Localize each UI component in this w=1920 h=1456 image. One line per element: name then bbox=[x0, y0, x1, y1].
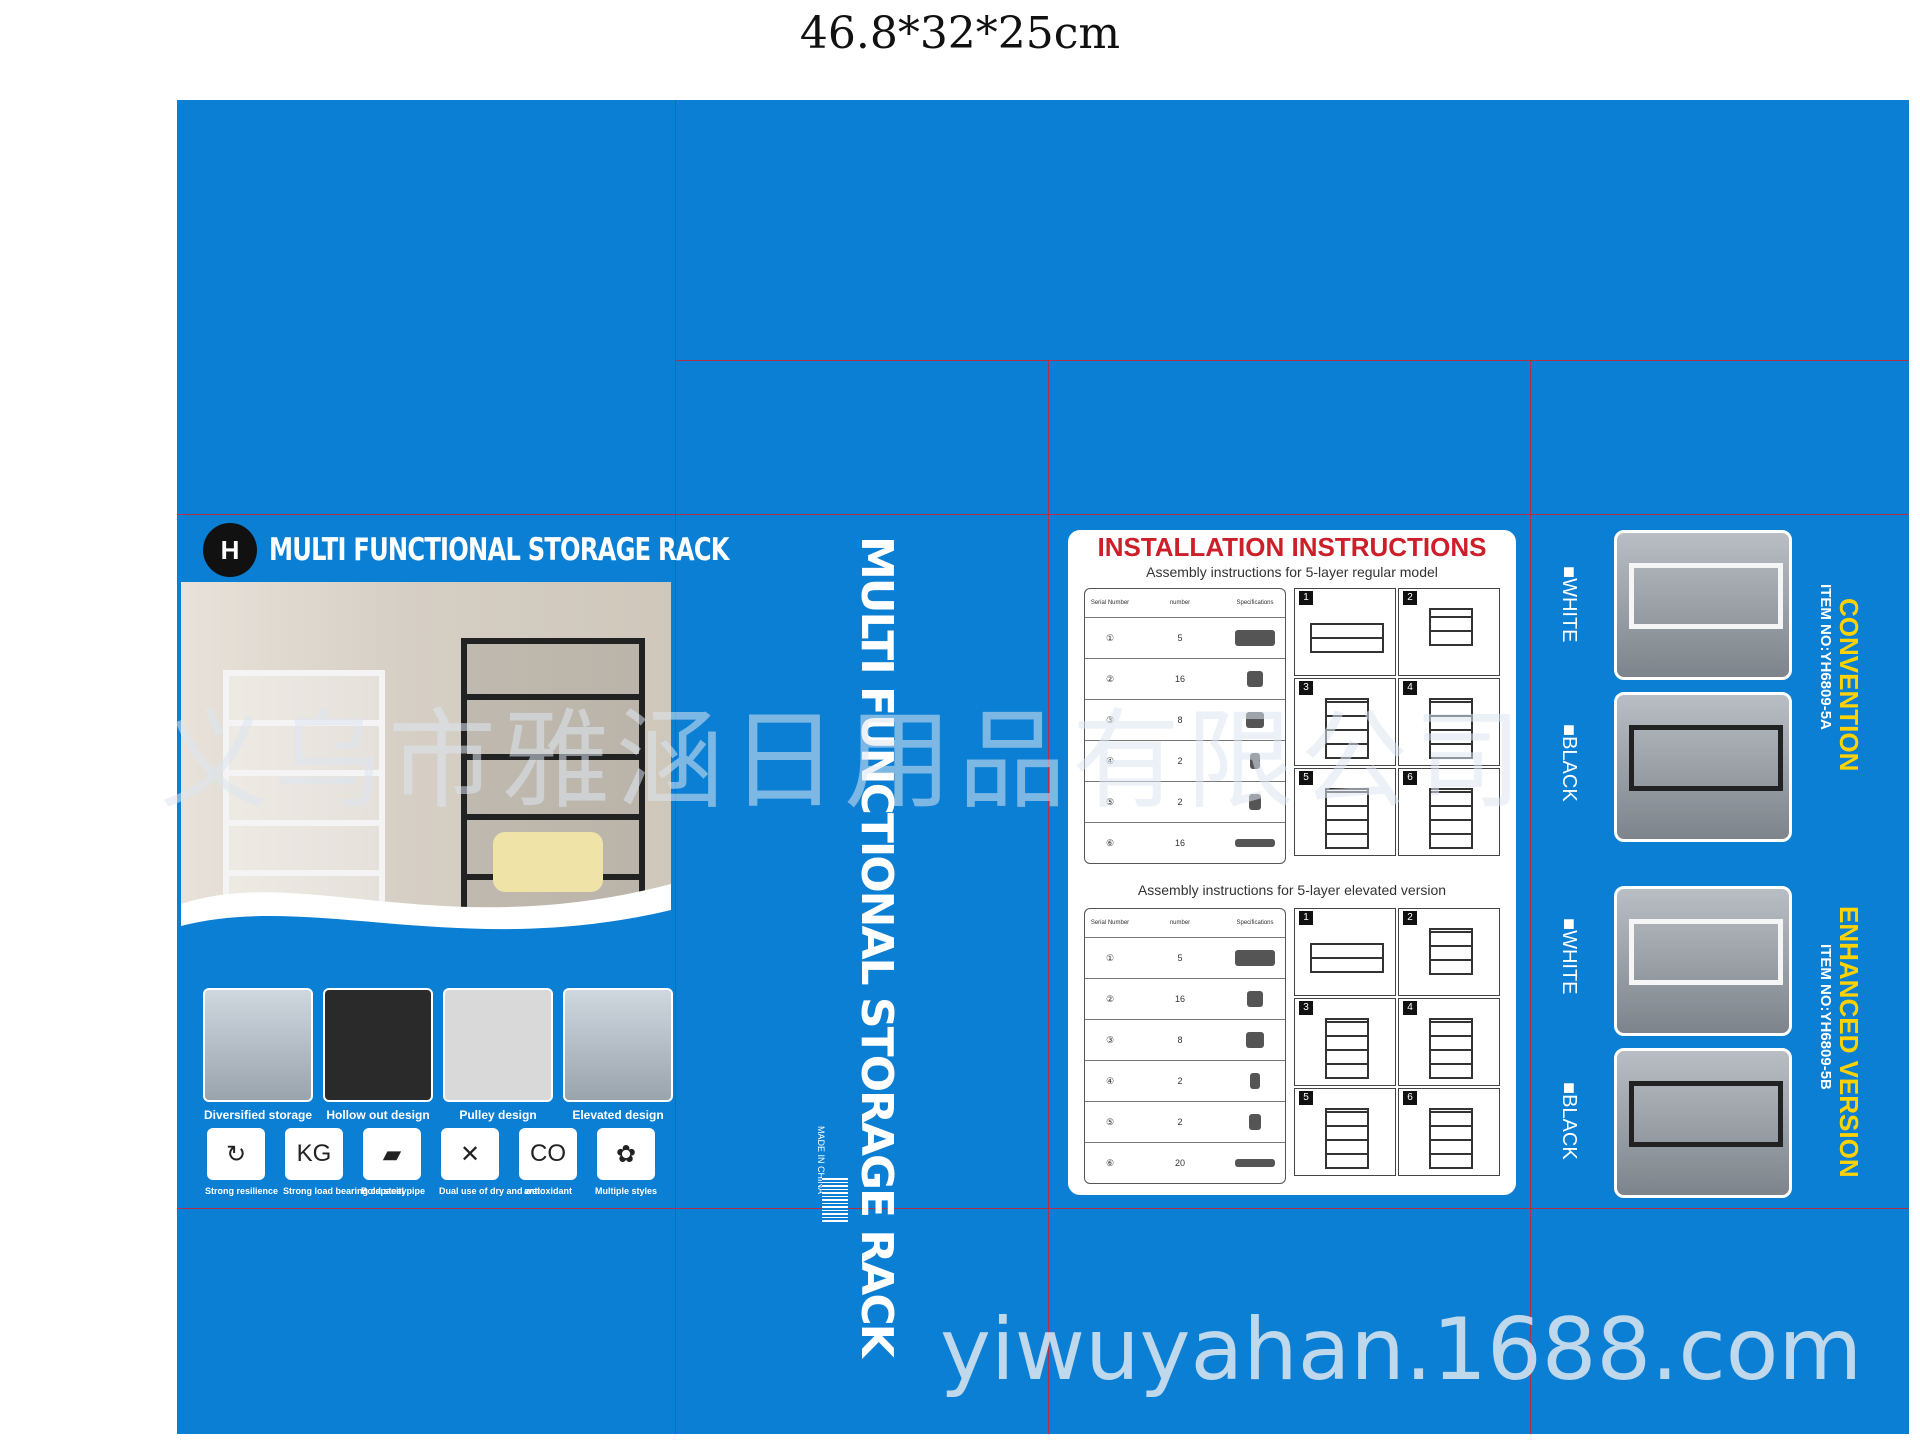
step-diagram: 1 bbox=[1294, 588, 1396, 676]
fold-line-3 bbox=[1530, 360, 1531, 1434]
enhanced-name: ENHANCED VERSION bbox=[1834, 906, 1864, 1178]
elevated-steps: 1 2 3 4 5 6 bbox=[1294, 908, 1500, 1176]
fold-line-2 bbox=[1048, 360, 1049, 1434]
step-diagram: 6 bbox=[1398, 1088, 1500, 1176]
tools-icon: ✕ bbox=[441, 1128, 499, 1180]
color-label-black: ■BLACK bbox=[1558, 724, 1580, 802]
feature-list: Diversified storage Hollow out design Pu… bbox=[203, 988, 673, 1122]
brand-logo-icon: H bbox=[203, 523, 257, 577]
benefit-item: ✿Multiple styles bbox=[595, 1128, 657, 1196]
color-label-white: ■WHITE bbox=[1558, 918, 1580, 995]
versions-panel: ■WHITE ■BLACK ■WHITE ■BLACK CONVENTION I… bbox=[1530, 514, 1900, 1208]
feature-item: Hollow out design bbox=[323, 988, 433, 1122]
co2-icon: CO bbox=[519, 1128, 577, 1180]
enhanced-black-photo bbox=[1614, 1048, 1792, 1198]
fold-line-1 bbox=[675, 100, 676, 1434]
fold-line-bottom bbox=[177, 1208, 1909, 1209]
instructions-panel: INSTALLATION INSTRUCTIONS Assembly instr… bbox=[1068, 530, 1516, 1195]
enhanced-white-photo bbox=[1614, 886, 1792, 1036]
convention-black-photo bbox=[1614, 692, 1792, 842]
fold-line-top-flap bbox=[675, 360, 1909, 361]
enhanced-item-number: ITEM NO:YH6809-5B bbox=[1817, 944, 1834, 1090]
feature-item: Pulley design bbox=[443, 988, 553, 1122]
white-wave bbox=[181, 884, 671, 954]
spine-panel: MULTI FUNCTIONAL STORAGE RACK MADE IN CH… bbox=[816, 536, 908, 1356]
step-diagram: 2 bbox=[1398, 908, 1500, 996]
regular-steps: 1 2 3 4 5 6 bbox=[1294, 588, 1500, 856]
step-diagram: 3 bbox=[1294, 678, 1396, 766]
brand-header: H MULTI FUNCTIONAL STORAGE RACK bbox=[203, 522, 858, 578]
steel-pipe-icon: ▰ bbox=[363, 1128, 421, 1180]
color-label-white: ■WHITE bbox=[1558, 566, 1580, 643]
dimensions-label: 46.8*32*25cm bbox=[799, 8, 1121, 59]
resilience-icon: ↻ bbox=[207, 1128, 265, 1180]
product-photo bbox=[181, 582, 671, 912]
weight-icon: KG bbox=[285, 1128, 343, 1180]
step-diagram: 4 bbox=[1398, 678, 1500, 766]
front-title: MULTI FUNCTIONAL STORAGE RACK bbox=[269, 532, 730, 568]
elevated-subtitle: Assembly instructions for 5-layer elevat… bbox=[1137, 882, 1447, 898]
company-watermark: 义乌市雅涵日用品有限公司 bbox=[160, 699, 1529, 824]
styles-icon: ✿ bbox=[597, 1128, 655, 1180]
regular-subtitle: Assembly instructions for 5-layer regula… bbox=[1146, 564, 1438, 580]
step-diagram: 6 bbox=[1398, 768, 1500, 856]
convention-white-photo bbox=[1614, 530, 1792, 680]
step-diagram: 2 bbox=[1398, 588, 1500, 676]
color-label-black: ■BLACK bbox=[1558, 1082, 1580, 1160]
convention-item-number: ITEM NO:YH6809-5A bbox=[1817, 584, 1834, 730]
benefit-item: ↻Strong resilience bbox=[205, 1128, 278, 1196]
feature-item: Diversified storage bbox=[203, 988, 313, 1122]
white-rack bbox=[223, 670, 385, 912]
url-watermark: yiwuyahan.1688.com bbox=[940, 1300, 1863, 1400]
step-diagram: 4 bbox=[1398, 998, 1500, 1086]
step-diagram: 3 bbox=[1294, 998, 1396, 1086]
spine-title: MULTI FUNCTIONAL STORAGE RACK bbox=[851, 536, 902, 1356]
instructions-title: INSTALLATION INSTRUCTIONS bbox=[1097, 532, 1487, 562]
barcode bbox=[822, 1176, 848, 1222]
benefit-item: ▰Bold steel pipe bbox=[361, 1128, 425, 1196]
convention-name: CONVENTION bbox=[1834, 598, 1864, 772]
step-diagram: 5 bbox=[1294, 768, 1396, 856]
step-diagram: 1 bbox=[1294, 908, 1396, 996]
front-panel: H MULTI FUNCTIONAL STORAGE RACK Diversif… bbox=[181, 514, 730, 1208]
step-diagram: 5 bbox=[1294, 1088, 1396, 1176]
fold-line-top bbox=[177, 514, 1909, 515]
feature-item: Elevated design bbox=[563, 988, 673, 1122]
rice-cooker bbox=[493, 832, 603, 892]
benefit-item: ✕Dual use of dry and wet bbox=[439, 1128, 540, 1196]
